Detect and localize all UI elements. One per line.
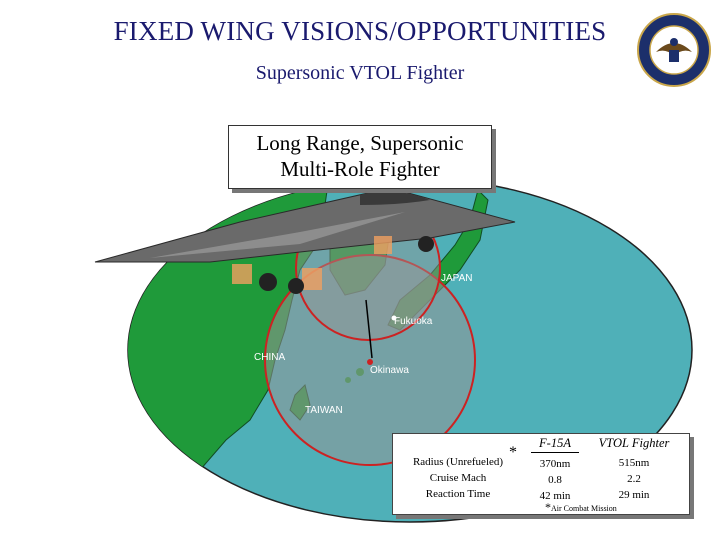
comparison-table: Radius (Unrefueled) Cruise Mach Reaction…: [392, 433, 690, 515]
column-vtol: VTOL Fighter 515nm 2.2 29 min: [589, 434, 679, 503]
aircraft-callout-box: Long Range, Supersonic Multi-Role Fighte…: [228, 125, 492, 189]
cell: 0.8: [548, 474, 562, 486]
row-label-reaction: Reaction Time: [425, 488, 491, 500]
map-label-china: CHINA: [254, 352, 286, 363]
radius-asterisk: *: [509, 444, 517, 461]
table-footnote: *Air Combat Mission: [545, 500, 617, 515]
page-subtitle: Supersonic VTOL Fighter: [255, 62, 465, 84]
range-arrow: [365, 299, 373, 359]
callout-line-1: Long Range, Supersonic: [256, 131, 464, 155]
cell: 42 min: [539, 490, 571, 502]
cell: 370nm: [539, 458, 571, 470]
column-header-vtol: VTOL Fighter: [598, 436, 670, 450]
map-label-okinawa: Okinawa: [370, 365, 409, 376]
row-label-mach: Cruise Mach: [429, 472, 487, 484]
map-label-taiwan: TAIWAN: [305, 405, 343, 416]
column-header-f15a: F-15A: [531, 434, 579, 453]
column-f15a: F-15A 370nm 0.8 42 min: [531, 434, 579, 504]
cell: 2.2: [627, 473, 641, 485]
cell: 29 min: [618, 489, 650, 501]
footnote-text: Air Combat Mission: [551, 504, 617, 513]
map-label-fukuoka: Fukuoka: [394, 316, 433, 327]
callout-line-2: Multi-Role Fighter: [280, 157, 440, 181]
map-label-japan: JAPAN: [441, 273, 473, 284]
page-title: FIXED WING VISIONS/OPPORTUNITIES: [113, 16, 607, 46]
cell: 515nm: [618, 457, 650, 469]
row-labels: Radius (Unrefueled) Cruise Mach Reaction…: [393, 454, 523, 502]
dod-seal-logo: [637, 13, 711, 87]
footnote-mark: *: [545, 500, 551, 514]
row-label-radius: Radius (Unrefueled): [412, 456, 504, 468]
vtol-fighter-aircraft: [94, 187, 516, 294]
